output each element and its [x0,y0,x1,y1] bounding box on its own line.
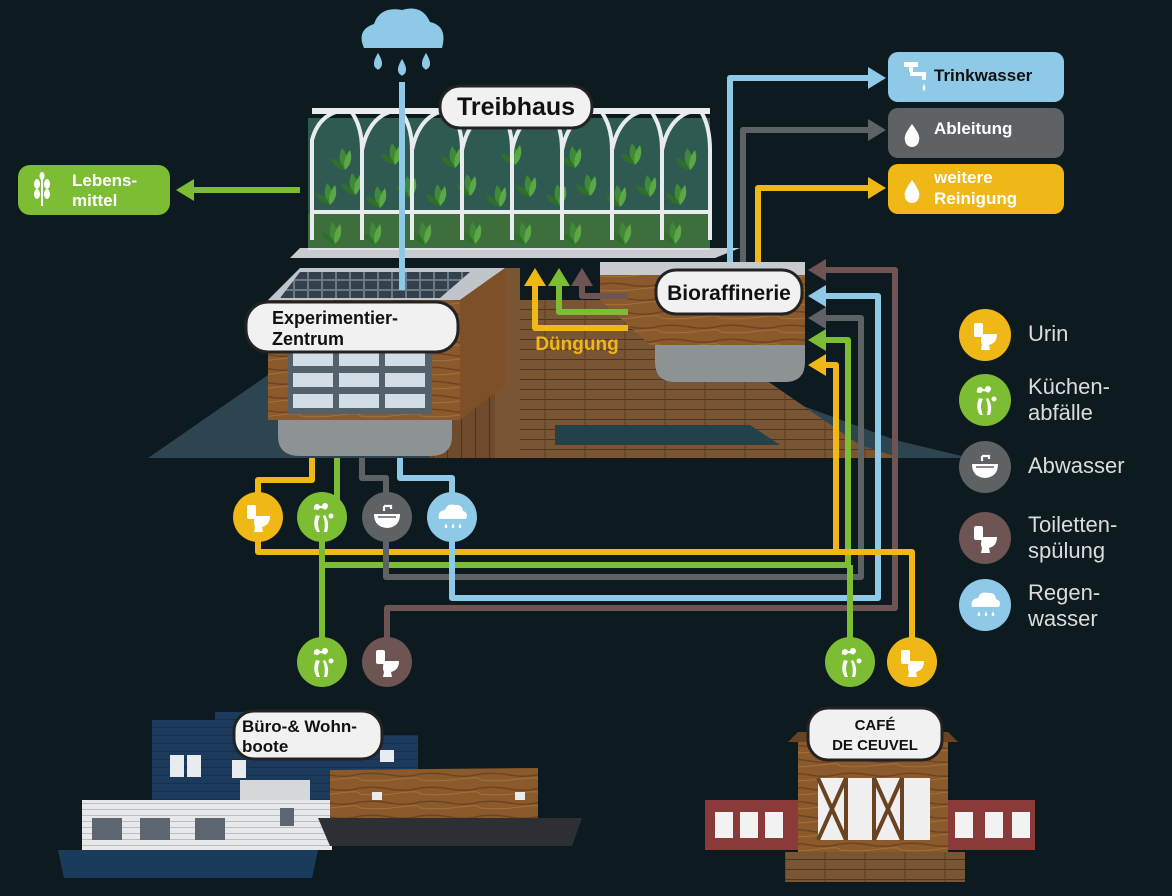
svg-text:wasser: wasser [1027,606,1098,631]
svg-text:Urin: Urin [1028,321,1068,346]
legend-item-kuechenabfaelle: Küchen- abfälle [959,374,1110,426]
label-bioraffinerie: Bioraffinerie [654,268,804,316]
svg-text:Regen-: Regen- [1028,580,1100,605]
svg-text:Zentrum: Zentrum [272,329,344,349]
svg-text:mittel: mittel [72,191,117,210]
output-weitere-reinigung: weitere Reinigung [888,164,1064,214]
toilet-icon [959,512,1011,564]
output-trinkwasser: Trinkwasser [888,52,1064,102]
svg-text:Experimentier-: Experimentier- [272,308,398,328]
food-waste-icon [297,637,347,687]
upper-arrows [176,67,886,331]
faucet-icon [904,62,926,91]
svg-text:DE CEUVEL: DE CEUVEL [832,737,918,754]
svg-text:Treibhaus: Treibhaus [457,93,575,121]
svg-text:weitere: weitere [933,168,993,187]
buero-wohnboote-illustration [58,712,582,878]
toilet-icon [887,637,937,687]
legend-item-urin: Urin [959,309,1068,361]
treibhaus-greenhouse [290,107,740,258]
legend: Urin Küchen- abfälle Abwasser Toiletten-… [959,309,1125,631]
svg-text:Küchen-: Küchen- [1028,374,1110,399]
label-cafe-de-ceuvel: CAFÉ DE CEUVEL [806,706,944,762]
svg-text:Bioraffinerie: Bioraffinerie [667,282,791,305]
sink-icon [959,441,1011,493]
sink-icon [362,492,412,542]
svg-text:Büro-& Wohn-: Büro-& Wohn- [242,717,357,736]
food-waste-icon [959,374,1011,426]
food-waste-icon [297,492,347,542]
svg-text:Toiletten-: Toiletten- [1028,512,1117,537]
svg-text:boote: boote [242,737,288,756]
rain-cloud-icon [959,579,1011,631]
cafe-de-ceuvel-illustration [705,732,1035,882]
svg-text:Abwasser: Abwasser [1028,453,1125,478]
legend-item-regenwasser: Regen- wasser [959,579,1100,631]
toilet-icon [233,492,283,542]
output-ableitung: Ableitung [888,108,1064,158]
legend-item-abwasser: Abwasser [959,441,1125,493]
toilet-icon [362,637,412,687]
food-waste-icon [825,637,875,687]
toilet-icon [959,309,1011,361]
label-experimentier-zentrum: Experimentier- Zentrum [244,300,460,354]
svg-text:Lebens-: Lebens- [72,171,137,190]
output-lebensmittel: Lebens- mittel [18,165,170,215]
label-buero-wohnboote: Büro-& Wohn- boote [232,709,384,761]
rain-cloud-icon [361,8,444,76]
bioraffinerie-inlet-arrows [808,259,826,376]
label-duengung: Düngung [535,334,618,355]
wheat-icon [34,172,50,206]
svg-text:Reinigung: Reinigung [934,189,1017,208]
svg-text:CAFÉ: CAFÉ [855,717,896,734]
svg-text:abfälle: abfälle [1028,400,1093,425]
svg-text:Trinkwasser: Trinkwasser [934,66,1033,85]
rain-cloud-icon [427,492,477,542]
legend-item-toilettenspuelung: Toiletten- spülung [959,512,1117,564]
svg-text:spülung: spülung [1028,538,1105,563]
svg-text:Ableitung: Ableitung [934,119,1012,138]
label-treibhaus: Treibhaus [438,84,594,130]
